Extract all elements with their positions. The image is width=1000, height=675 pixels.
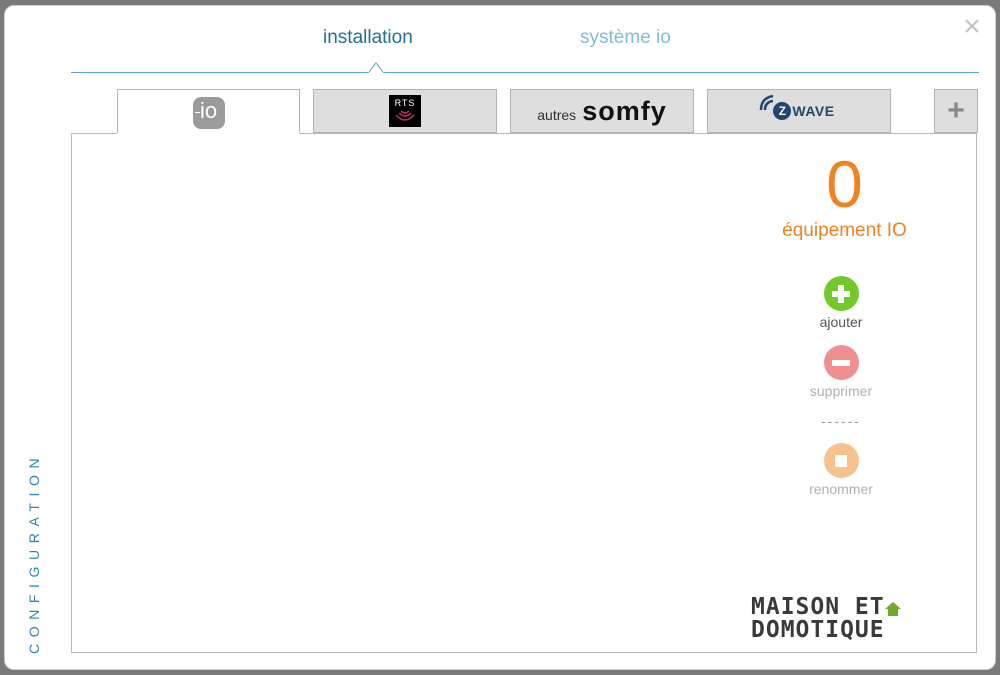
zwave-signal-icon (760, 94, 774, 111)
device-tab-zwave[interactable]: Z WAVE (707, 89, 891, 133)
close-button[interactable]: × (963, 10, 981, 43)
actions-separator: ------ (821, 413, 861, 429)
device-tab-somfy[interactable]: autres somfy (510, 89, 694, 133)
remove-label: supprimer (809, 383, 873, 399)
top-tabs: installation système io (71, 21, 979, 73)
logo-line-2: DOMOTIQUE (751, 617, 885, 643)
add-icon (823, 276, 859, 311)
active-tab-caret-icon (369, 62, 383, 73)
device-tab-rts[interactable]: RTS (313, 89, 497, 133)
maison-et-domotique-logo: MAISON ET DOMOTIQUE (751, 596, 963, 648)
somfy-prefix: autres (537, 106, 577, 123)
somfy-label: somfy (582, 95, 667, 126)
device-count-label: équipement IO (782, 220, 907, 241)
rename-icon (823, 443, 859, 478)
tab-installation[interactable]: installation (323, 27, 413, 48)
remove-icon (823, 345, 859, 380)
device-tab-io[interactable]: io (117, 89, 300, 135)
add-tab-button[interactable]: + (934, 89, 978, 133)
somfy-logo: autres somfy (537, 96, 666, 127)
io-logo-label: io (199, 98, 218, 123)
add-label: ajouter (819, 314, 863, 330)
tab-systeme-io[interactable]: système io (580, 27, 671, 48)
house-icon (885, 602, 901, 616)
device-tabs: io RTS autres somfy (71, 88, 979, 135)
device-count: 0 (826, 147, 863, 221)
device-counter: 0 équipement IO (757, 146, 932, 242)
rename-label: renommer (809, 481, 873, 497)
zwave-label: WAVE (792, 103, 835, 119)
configuration-side-label: CONFIGURATION (26, 451, 42, 654)
add-device-button[interactable]: ajouter (781, 276, 901, 330)
panel-top-border (300, 133, 977, 134)
rts-logo-icon: RTS (389, 95, 421, 127)
zwave-logo: Z WAVE (760, 94, 835, 120)
content-panel (71, 133, 977, 653)
zwave-badge: Z (773, 102, 792, 120)
rename-device-button[interactable]: renommer (781, 443, 901, 497)
rts-logo-label: RTS (394, 98, 416, 108)
panel-top-border (71, 133, 117, 134)
configuration-dialog: × CONFIGURATION installation système io … (4, 5, 996, 670)
top-tabs-divider (71, 72, 979, 73)
io-logo-icon: io (192, 96, 225, 129)
plus-icon: + (947, 94, 965, 127)
remove-device-button[interactable]: supprimer (781, 345, 901, 399)
logo-line-1: MAISON ET (751, 594, 885, 620)
